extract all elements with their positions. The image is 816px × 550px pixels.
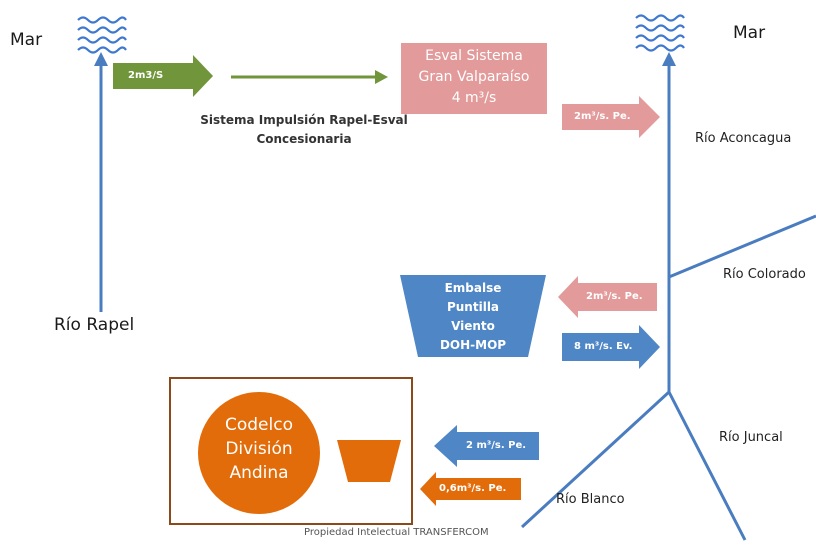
green-connector-arrowhead xyxy=(375,70,388,84)
rio-blanco-line xyxy=(520,390,671,529)
rio-colorado-line xyxy=(668,214,816,279)
green-flow-label: 2m3/S xyxy=(128,70,164,81)
green-flow-arrow xyxy=(113,55,213,97)
andina-lower-label: 0,6m³/s. Pe. xyxy=(439,483,507,494)
codelco-line1: Codelco xyxy=(225,415,293,435)
esval-out-arrow xyxy=(562,96,660,138)
impulsion-caption: Sistema Impulsión Rapel-Esval Concesiona… xyxy=(182,111,426,149)
esval-line2: Gran Valparaíso xyxy=(418,69,530,85)
embalse-text: Embalse Puntilla Viento DOH-MOP xyxy=(400,279,546,355)
codelco-frame xyxy=(169,377,413,525)
embalse-shape xyxy=(400,275,546,357)
codelco-line3: Andina xyxy=(229,463,289,483)
embalse-in-arrow xyxy=(558,276,657,318)
rio-blanco-label: Río Blanco xyxy=(556,492,625,507)
embalse-out-arrow xyxy=(562,325,660,369)
embalse-line4: DOH-MOP xyxy=(439,338,507,352)
rio-juncal-line xyxy=(667,391,747,541)
rio-juncal-label: Río Juncal xyxy=(719,430,783,445)
esval-line3: 4 m³/s xyxy=(451,90,497,106)
esval-line1: Esval Sistema xyxy=(425,48,523,64)
codelco-circle xyxy=(198,392,320,514)
impulsion-caption-line2: Concesionaria xyxy=(256,132,352,146)
codelco-line2: División xyxy=(225,439,293,459)
embalse-line3: Viento xyxy=(451,319,495,333)
andina-upper-label: 2 m³/s. Pe. xyxy=(466,440,527,451)
andina-lower-arrow xyxy=(420,472,521,506)
embalse-line1: Embalse xyxy=(444,281,502,295)
embalse-line2: Puntilla xyxy=(446,300,500,314)
rio-rapel-arrowhead xyxy=(94,52,108,66)
esval-box xyxy=(401,43,547,114)
mar-right-label: Mar xyxy=(733,23,766,43)
embalse-out-label: 8 m³/s. Ev. xyxy=(574,341,633,352)
rio-colorado-label: Río Colorado xyxy=(723,267,806,282)
rio-aconcagua-arrowhead xyxy=(662,52,676,66)
sea-waves-right-icon xyxy=(635,14,685,52)
impulsion-caption-line1: Sistema Impulsión Rapel-Esval xyxy=(200,113,408,127)
mar-left-label: Mar xyxy=(10,30,43,50)
sea-waves-left-icon xyxy=(77,16,127,54)
esval-out-label: 2m³/s. Pe. xyxy=(574,111,631,122)
rio-aconcagua-label: Río Aconcagua xyxy=(695,131,792,146)
embalse-in-label: 2m³/s. Pe. xyxy=(586,291,643,302)
esval-box-text: Esval Sistema Gran Valparaíso 4 m³/s xyxy=(401,46,547,109)
andina-reservoir-shape xyxy=(337,440,401,482)
codelco-text: Codelco División Andina xyxy=(198,413,320,485)
rio-rapel-label: Río Rapel xyxy=(54,315,135,335)
copyright-footer: Propiedad Intelectual TRANSFERCOM xyxy=(304,527,489,538)
andina-upper-arrow xyxy=(434,425,539,467)
